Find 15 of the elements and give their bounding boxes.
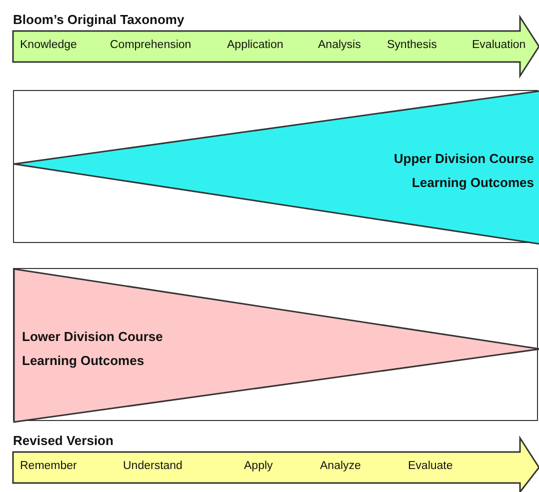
stage-label: Synthesis xyxy=(387,39,437,51)
heading: Bloom’s Original Taxonomy xyxy=(13,12,184,27)
stage-label: Analyze xyxy=(320,460,361,472)
heading: Revised Version xyxy=(13,433,114,448)
outcome-label: Lower Division Course Learning Outcomes xyxy=(22,328,164,370)
outcome-label: Upper Division Course Learning Outcomes xyxy=(392,150,534,192)
stage-label: Analysis xyxy=(318,39,361,51)
stage-label: Comprehension xyxy=(110,39,192,51)
stage-label: Understand xyxy=(123,460,182,472)
stage-label: Remember xyxy=(20,460,77,472)
stage-label: Apply xyxy=(244,460,273,472)
stage-label: Knowledge xyxy=(20,39,77,51)
stage-label: Application xyxy=(227,39,284,51)
stage-label: Evaluation xyxy=(472,39,526,51)
stage-label: Evaluate xyxy=(408,460,453,472)
